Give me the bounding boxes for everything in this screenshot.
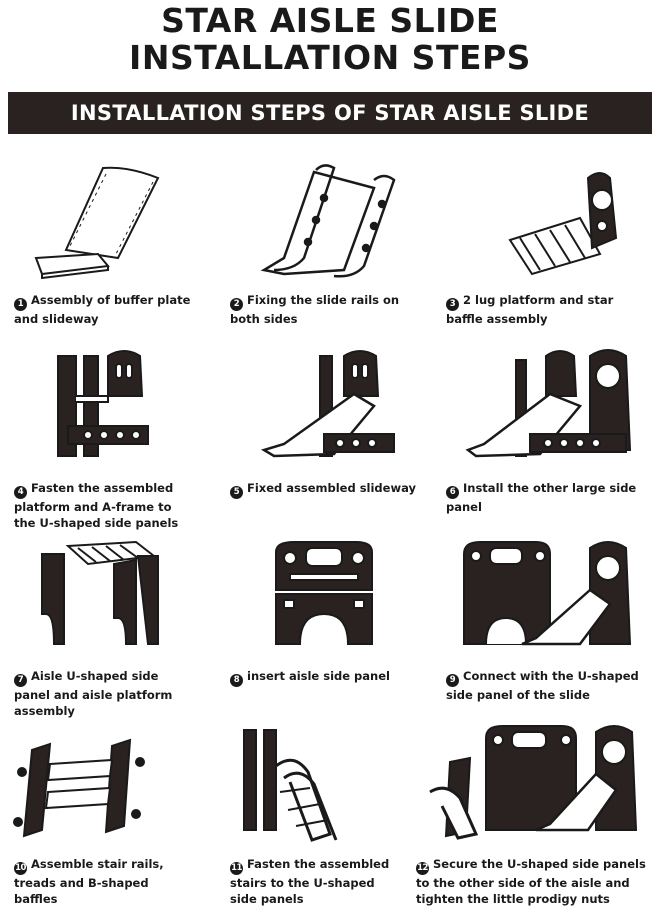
step-5-illustration <box>224 346 442 476</box>
banner-text: INSTALLATION STEPS OF STAR AISLE SLIDE <box>70 101 590 125</box>
step-3-illustration <box>440 158 658 288</box>
page-title: STAR AISLE SLIDE INSTALLATION STEPS <box>0 2 660 76</box>
step-1-illustration <box>8 158 226 288</box>
step-6-number: 6 <box>446 485 459 499</box>
step-1-number: 1 <box>14 297 27 311</box>
step-11-illustration <box>224 722 442 852</box>
title-line-1: STAR AISLE SLIDE <box>161 1 499 40</box>
step-11-number: 11 <box>230 861 243 875</box>
step-10-illustration <box>8 722 226 852</box>
step-4-number: 4 <box>14 485 27 499</box>
step-6-illustration <box>440 346 658 476</box>
step-10-number: 10 <box>14 861 27 875</box>
section-banner: INSTALLATION STEPS OF STAR AISLE SLIDE <box>8 92 652 134</box>
step-5-number: 5 <box>230 485 243 499</box>
step-2-number: 2 <box>230 297 243 311</box>
step-7-number: 7 <box>14 673 27 687</box>
step-12-illustration <box>410 722 658 852</box>
step-8-number: 8 <box>230 673 243 687</box>
step-8-illustration <box>224 534 442 664</box>
step-4-illustration <box>8 346 226 476</box>
title-line-2: INSTALLATION STEPS <box>129 38 531 77</box>
step-7-illustration <box>8 534 226 664</box>
step-12-number: 12 <box>416 861 429 875</box>
step-9-number: 9 <box>446 673 459 687</box>
step-2-illustration <box>224 158 442 288</box>
step-3-number: 3 <box>446 297 459 311</box>
step-9-illustration <box>440 534 658 664</box>
